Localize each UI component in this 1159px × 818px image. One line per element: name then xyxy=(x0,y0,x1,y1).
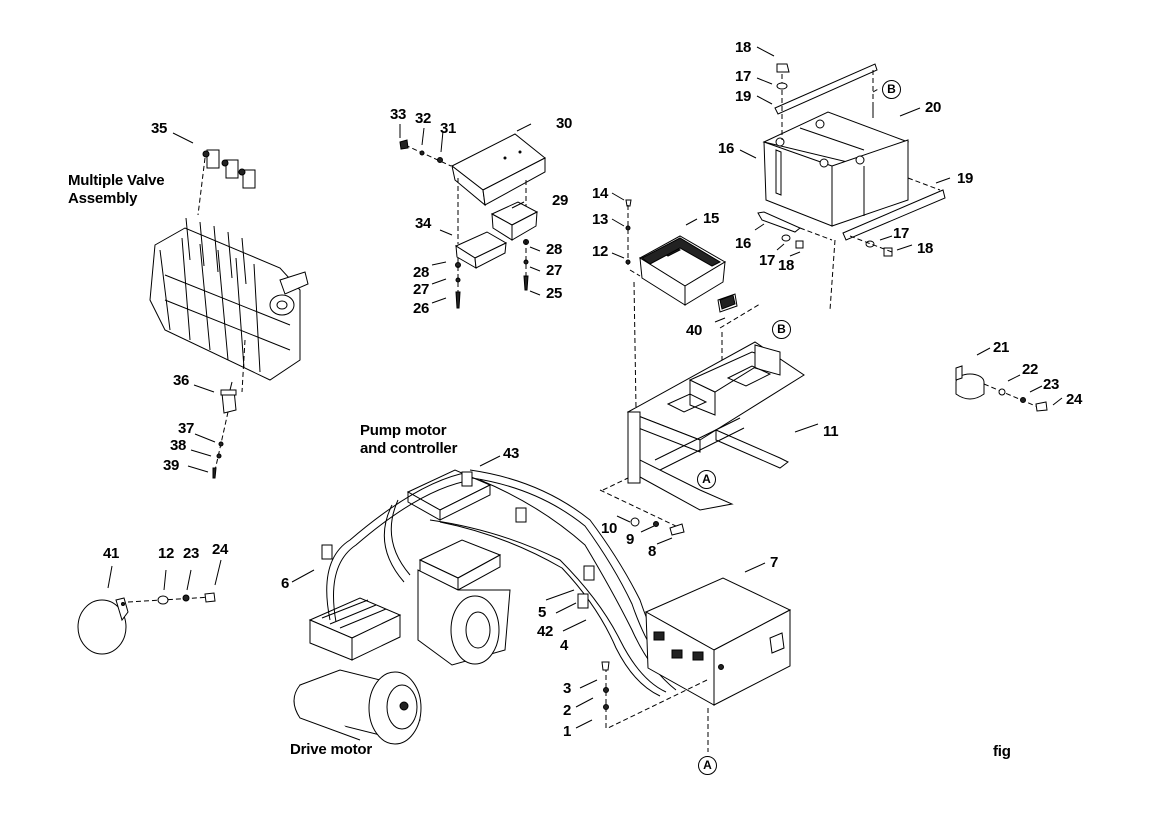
callout-4: 4 xyxy=(560,637,569,654)
callout-5: 5 xyxy=(538,604,547,621)
callout-17-left: 17 xyxy=(759,252,776,269)
callout-15: 15 xyxy=(703,210,720,227)
callout-35: 35 xyxy=(151,120,168,137)
callout-17-right: 17 xyxy=(893,225,910,242)
callout-26: 26 xyxy=(413,300,430,317)
sensor-part-21 xyxy=(956,366,1047,411)
callout-32: 32 xyxy=(415,110,432,127)
reference-marker-a-tray: A xyxy=(697,470,716,489)
callout-1: 1 xyxy=(563,723,572,740)
callout-7: 7 xyxy=(770,554,779,571)
callout-39: 39 xyxy=(163,457,180,474)
callout-19-top: 19 xyxy=(735,88,752,105)
title-line-1: Pump motor xyxy=(360,422,447,439)
title-line-2: and controller xyxy=(360,440,458,457)
callout-12-controller: 12 xyxy=(592,243,609,260)
callout-10: 10 xyxy=(601,520,618,537)
callout-8: 8 xyxy=(648,543,657,560)
reference-marker-a-bottom: A xyxy=(698,756,717,775)
callout-27-right: 27 xyxy=(546,262,563,279)
callout-18-left: 18 xyxy=(778,257,795,274)
callout-13: 13 xyxy=(592,211,609,228)
callout-37: 37 xyxy=(178,420,195,437)
controller-part-15 xyxy=(626,200,760,408)
reference-marker-b-tray: B xyxy=(772,320,791,339)
callout-27-left: 27 xyxy=(413,281,430,298)
sensor-box-part-29 xyxy=(492,202,537,290)
callout-3: 3 xyxy=(563,680,572,697)
hold-down-strap-part-19-side xyxy=(843,178,945,256)
callout-9: 9 xyxy=(626,531,635,548)
callout-23-sensor: 23 xyxy=(1043,376,1060,393)
callout-30: 30 xyxy=(556,115,573,132)
fasteners-8-9-10 xyxy=(631,518,684,535)
callout-17-top: 17 xyxy=(735,68,752,85)
hold-down-strap-part-19-top xyxy=(775,64,880,140)
cable-harness xyxy=(322,470,690,696)
callout-24-horn: 24 xyxy=(212,541,229,558)
callout-20: 20 xyxy=(925,99,942,116)
callout-18-top: 18 xyxy=(735,39,752,56)
reference-marker-b-top: B xyxy=(882,80,901,99)
pump-motor-title: Pump motor and controller xyxy=(360,422,457,458)
callout-11: 11 xyxy=(823,423,839,440)
callout-34: 34 xyxy=(415,215,432,232)
callout-25: 25 xyxy=(546,285,563,302)
callout-2: 2 xyxy=(563,702,572,719)
title-line-2: Assembly xyxy=(68,190,138,207)
contactor-box-part-7 xyxy=(602,578,790,752)
callout-6: 6 xyxy=(281,575,290,592)
sensor-box-part-34 xyxy=(456,232,507,308)
valve-handles-part-35 xyxy=(198,150,255,215)
callout-16-top: 16 xyxy=(718,140,735,157)
callout-38: 38 xyxy=(170,437,187,454)
callout-42: 42 xyxy=(537,623,554,640)
multiple-valve-assembly-title: Multiple Valve Assembly xyxy=(68,172,165,208)
callout-16-bottom: 16 xyxy=(735,235,752,252)
battery-tray-frame-part-11 xyxy=(600,342,804,528)
callout-24-sensor: 24 xyxy=(1066,391,1083,408)
callout-28-left: 28 xyxy=(413,264,430,281)
callout-43: 43 xyxy=(503,445,520,462)
callout-18-right: 18 xyxy=(917,240,934,257)
callout-23-horn: 23 xyxy=(183,545,200,562)
multiple-valve-body xyxy=(150,218,308,392)
callout-14: 14 xyxy=(592,185,609,202)
bracket-part-30 xyxy=(400,134,545,244)
callout-33: 33 xyxy=(390,106,407,123)
title-line-1: Multiple Valve xyxy=(68,172,165,189)
callout-12-horn: 12 xyxy=(158,545,175,562)
callout-29: 29 xyxy=(552,192,569,209)
callout-28-right: 28 xyxy=(546,241,563,258)
callout-40: 40 xyxy=(686,322,703,339)
drive-motor xyxy=(294,598,421,744)
callout-22: 22 xyxy=(1022,361,1039,378)
callout-21: 21 xyxy=(993,339,1010,356)
pump-motor-controller xyxy=(384,470,510,665)
strap-part-16-bottom xyxy=(758,212,835,310)
battery-part-20 xyxy=(764,112,908,226)
solenoid-part-36 xyxy=(213,382,236,478)
callout-31: 31 xyxy=(440,120,457,137)
callout-41: 41 xyxy=(103,545,120,562)
figure-label: fig xyxy=(993,743,1011,760)
callout-36: 36 xyxy=(173,372,190,389)
horn-part-41 xyxy=(78,593,215,654)
drive-motor-title: Drive motor xyxy=(290,741,372,758)
callout-19-side: 19 xyxy=(957,170,974,187)
leader-lines xyxy=(108,47,1062,728)
